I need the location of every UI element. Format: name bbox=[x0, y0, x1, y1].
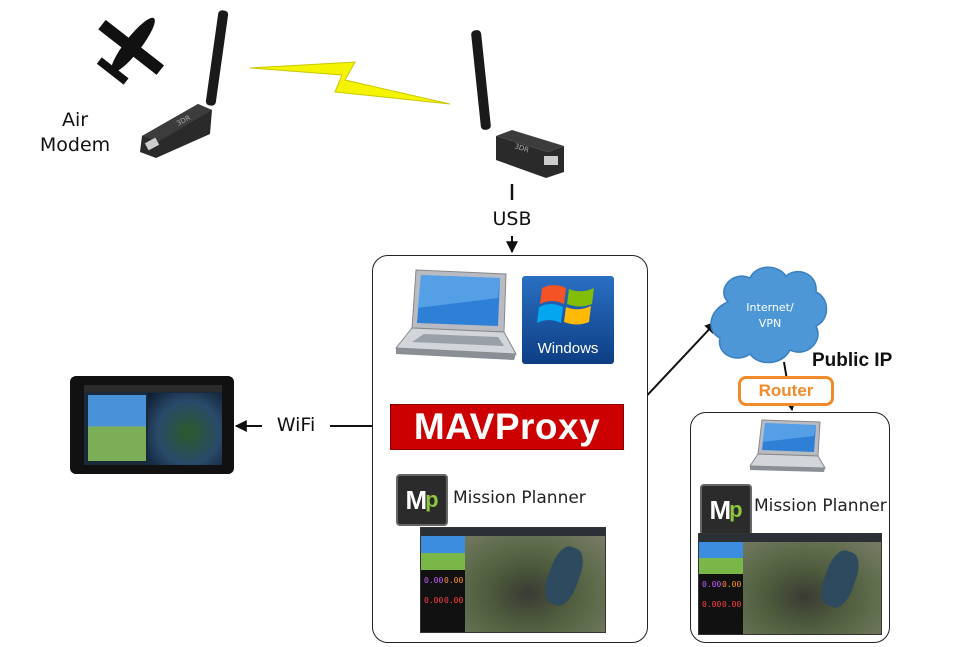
wifi-label: WiFi bbox=[276, 414, 316, 436]
internet-cloud-icon bbox=[710, 266, 828, 364]
remote-mp-value-4: 0.00 bbox=[722, 600, 742, 609]
mp-toolbar bbox=[421, 528, 605, 536]
remote-mp-quick-panel: 0.00 0.00 0.00 0.00 bbox=[699, 574, 743, 634]
tablet-status-bar bbox=[84, 385, 222, 392]
remote-laptop-icon bbox=[749, 419, 826, 472]
windows-label: Windows bbox=[537, 340, 599, 357]
mp-value-4: 0.00 bbox=[444, 596, 464, 605]
mp-hud bbox=[421, 536, 465, 570]
laptop-icon bbox=[394, 269, 517, 360]
airplane-icon bbox=[96, 17, 165, 85]
windows-flag-icon bbox=[537, 285, 594, 325]
mp-value-2: 0.00 bbox=[444, 576, 464, 585]
radio-link-lightning bbox=[249, 61, 451, 105]
usb-label: USB bbox=[492, 208, 532, 230]
remote-mp-toolbar bbox=[699, 534, 881, 542]
mavproxy-box: MAVProxy bbox=[390, 404, 624, 450]
tablet-device bbox=[70, 376, 234, 474]
remote-mp-value-1: 0.00 bbox=[702, 580, 722, 589]
remote-mp-value-2: 0.00 bbox=[722, 580, 742, 589]
remote-mp-map-water bbox=[815, 546, 865, 612]
windows-logo bbox=[522, 276, 614, 364]
remote-mp-hud bbox=[699, 542, 743, 574]
tablet-screen bbox=[84, 385, 222, 465]
mp-value-3: 0.00 bbox=[424, 596, 444, 605]
mission-planner-screenshot: 0.00 0.00 0.00 0.00 bbox=[420, 527, 606, 633]
internet-vpn-label: Internet/ VPN bbox=[746, 301, 794, 330]
mp-quick-panel: 0.00 0.00 0.00 0.00 bbox=[421, 570, 465, 632]
remote-mission-planner-title: Mission Planner bbox=[754, 496, 887, 516]
mp-satellite-map bbox=[465, 536, 605, 632]
mission-planner-title: Mission Planner bbox=[453, 488, 586, 508]
ground-modem-device: 3DR bbox=[471, 30, 564, 178]
air-modem-device: 3DR bbox=[140, 10, 228, 158]
remote-mp-value-3: 0.00 bbox=[702, 600, 722, 609]
mp-value-1: 0.00 bbox=[424, 576, 444, 585]
mp-map-water bbox=[539, 542, 589, 610]
remote-mission-planner-screenshot: 0.00 0.00 0.00 0.00 bbox=[698, 533, 882, 635]
remote-mp-satellite-map bbox=[743, 542, 881, 634]
router-box: Router bbox=[738, 376, 834, 406]
tablet-map bbox=[148, 393, 222, 465]
air-modem-label: Air Modem bbox=[39, 109, 111, 156]
tablet-hud bbox=[88, 395, 146, 461]
public-ip-label: Public IP bbox=[812, 350, 893, 371]
